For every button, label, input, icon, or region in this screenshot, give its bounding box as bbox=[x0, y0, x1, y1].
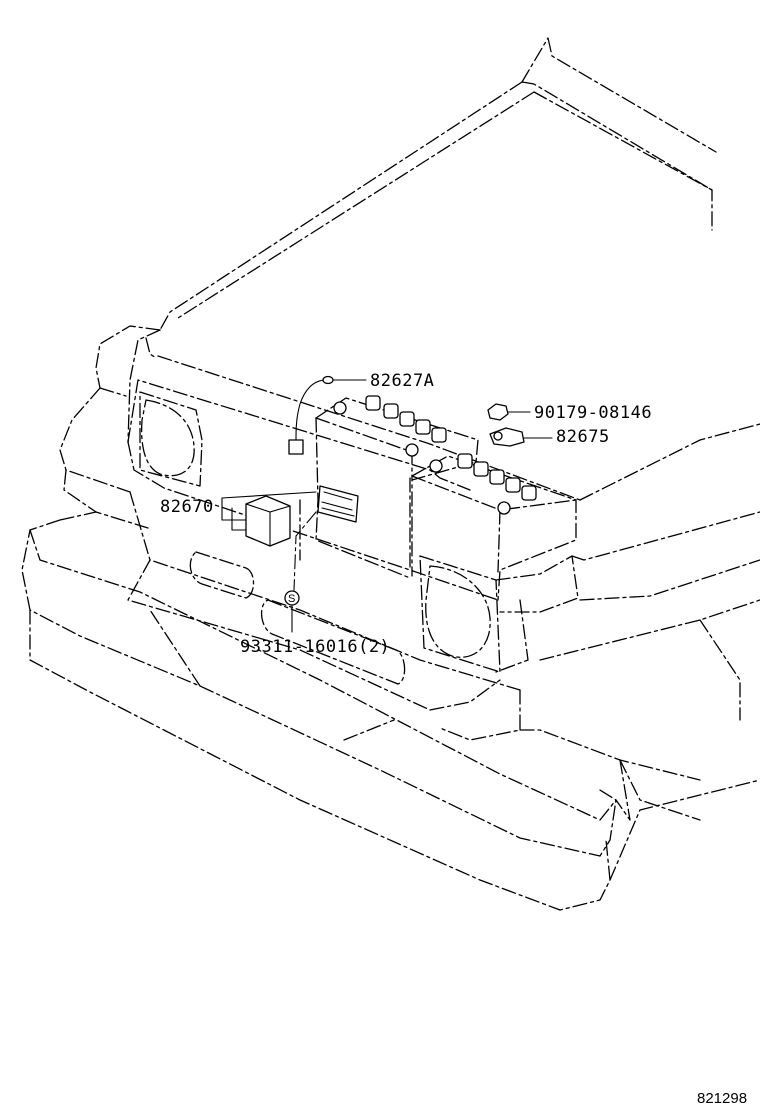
callout-82675: 82675 bbox=[556, 427, 610, 447]
battery-right bbox=[411, 453, 577, 601]
front-bumper bbox=[21, 511, 760, 911]
battery-left-caps bbox=[333, 395, 447, 457]
bumper-slots bbox=[189, 551, 406, 685]
bracket-82675 bbox=[489, 427, 553, 447]
left-fender-outline bbox=[59, 325, 161, 529]
callout-82670: 82670 bbox=[160, 497, 214, 517]
lower-apron bbox=[127, 491, 701, 821]
battery-left bbox=[315, 395, 479, 579]
right-fender-outline bbox=[539, 511, 760, 721]
symbol-mark: S bbox=[288, 593, 295, 605]
sensor-lead-82627A bbox=[288, 375, 367, 455]
relay-module-82670 bbox=[221, 485, 359, 547]
left-headlamp bbox=[139, 391, 203, 487]
grille-frame bbox=[127, 379, 499, 601]
nut-90179-08146 bbox=[487, 403, 531, 421]
right-headlamp bbox=[419, 555, 579, 673]
windshield-outline bbox=[521, 37, 717, 191]
screw-93311-16016: S bbox=[284, 511, 317, 633]
callout-90179-08146: 90179-08146 bbox=[534, 403, 652, 423]
callout-82627A: 82627A bbox=[370, 371, 434, 391]
hood-outline bbox=[127, 81, 760, 501]
reference-code: 821298 bbox=[697, 1090, 747, 1107]
callout-93311-16016: 93311-16016(2) bbox=[240, 637, 390, 657]
battery-right-caps bbox=[429, 453, 537, 515]
